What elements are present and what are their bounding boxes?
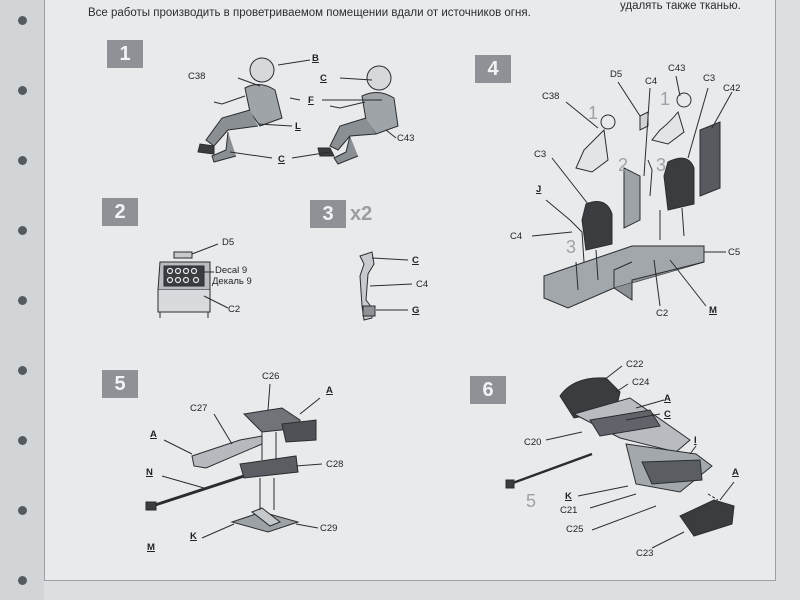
s6-label-k: K bbox=[565, 491, 572, 502]
s4-number-1b: 1 bbox=[660, 89, 671, 109]
s2-label-decal-ru: Декаль 9 bbox=[212, 276, 252, 287]
s4-label-c2: C2 bbox=[656, 308, 669, 319]
binder-hole bbox=[18, 506, 27, 515]
s5-label-c26: C26 bbox=[262, 371, 280, 382]
s4-label-m: M bbox=[709, 305, 717, 316]
step-3-multiplier: x2 bbox=[350, 203, 373, 225]
s6-number-5: 5 bbox=[526, 491, 537, 511]
s5-label-n: N bbox=[146, 467, 153, 478]
s1-label-c43: C43 bbox=[397, 133, 415, 144]
step-2-badge: 2 bbox=[102, 198, 138, 226]
binder-hole bbox=[18, 296, 27, 305]
s5-label-a-top: A bbox=[326, 385, 333, 396]
s1-label-c38: C38 bbox=[188, 71, 206, 82]
s4-label-c3-right: C3 bbox=[703, 73, 716, 84]
s6-label-c22: C22 bbox=[626, 359, 644, 370]
step1-pilot-figures bbox=[197, 57, 399, 165]
s2-label-d5: D5 bbox=[222, 237, 235, 248]
s1-label-f: F bbox=[308, 95, 314, 106]
s3-label-c: C bbox=[412, 255, 419, 266]
binder-hole bbox=[18, 576, 27, 585]
s2-label-decal-en: Decal 9 bbox=[215, 265, 248, 276]
header-line-2: Все работы производить в проветриваемом … bbox=[88, 7, 531, 19]
s5-label-c27: C27 bbox=[190, 403, 208, 414]
s4-label-c5: C5 bbox=[728, 247, 741, 258]
s5-label-a-left: A bbox=[150, 429, 157, 440]
s6-label-c20: C20 bbox=[524, 437, 542, 448]
step-4-badge: 4 bbox=[475, 55, 511, 83]
s4-label-c3-left: C3 bbox=[534, 149, 547, 160]
step6-ejection-seat bbox=[505, 365, 735, 549]
s6-label-a-top: A bbox=[664, 393, 671, 404]
s4-label-c43: C43 bbox=[668, 63, 686, 74]
s5-label-k: K bbox=[190, 531, 197, 542]
step-6-badge: 6 bbox=[470, 376, 506, 404]
s1-label-c-top: C bbox=[320, 73, 327, 84]
s4-label-j: J bbox=[536, 184, 542, 195]
s2-label-c2: C2 bbox=[228, 304, 241, 315]
s1-label-l: L bbox=[295, 121, 301, 132]
s4-label-c4-left: C4 bbox=[510, 231, 523, 242]
s5-label-c28: C28 bbox=[326, 459, 344, 470]
s3-label-c4: C4 bbox=[416, 279, 429, 290]
s4-label-d5: D5 bbox=[610, 69, 623, 80]
s4-number-1a: 1 bbox=[588, 103, 599, 123]
step-1-badge: 1 bbox=[107, 40, 143, 68]
s6-label-i: I bbox=[694, 435, 697, 446]
step3-control-stick bbox=[359, 251, 413, 321]
s5-label-m: M bbox=[147, 542, 155, 553]
s5-label-c29: C29 bbox=[320, 523, 338, 534]
s6-label-a-right: A bbox=[732, 467, 739, 478]
s6-label-c24: C24 bbox=[632, 377, 650, 388]
binder-hole bbox=[18, 16, 27, 25]
binder-hole bbox=[18, 156, 27, 165]
s6-label-c25: C25 bbox=[566, 524, 584, 535]
s4-number-3a: 3 bbox=[566, 237, 577, 257]
step4-cockpit-tub bbox=[531, 75, 733, 309]
s6-label-c23: C23 bbox=[636, 548, 654, 559]
step2-instrument-panel bbox=[157, 243, 229, 318]
s4-label-c38: C38 bbox=[542, 91, 560, 102]
step-3-badge: 3 bbox=[310, 200, 346, 228]
s1-label-c-bottom: C bbox=[278, 154, 285, 165]
binder-hole bbox=[18, 86, 27, 95]
s4-number-3b: 3 bbox=[656, 155, 667, 175]
binder-hole bbox=[18, 226, 27, 235]
s1-label-b: B bbox=[312, 53, 319, 64]
step5-control-linkage bbox=[145, 383, 323, 539]
s4-number-2: 2 bbox=[618, 155, 629, 175]
binder-margin bbox=[0, 0, 44, 600]
s3-label-g: G bbox=[412, 305, 420, 316]
s4-label-c42: C42 bbox=[723, 83, 741, 94]
header-line-1: удалять также тканью. bbox=[620, 0, 741, 12]
binder-hole bbox=[18, 366, 27, 375]
binder-hole bbox=[18, 436, 27, 445]
s6-label-c21: C21 bbox=[560, 505, 578, 516]
step-5-badge: 5 bbox=[102, 370, 138, 398]
s6-label-c: C bbox=[664, 409, 671, 420]
s4-label-c4-top: C4 bbox=[645, 76, 658, 87]
